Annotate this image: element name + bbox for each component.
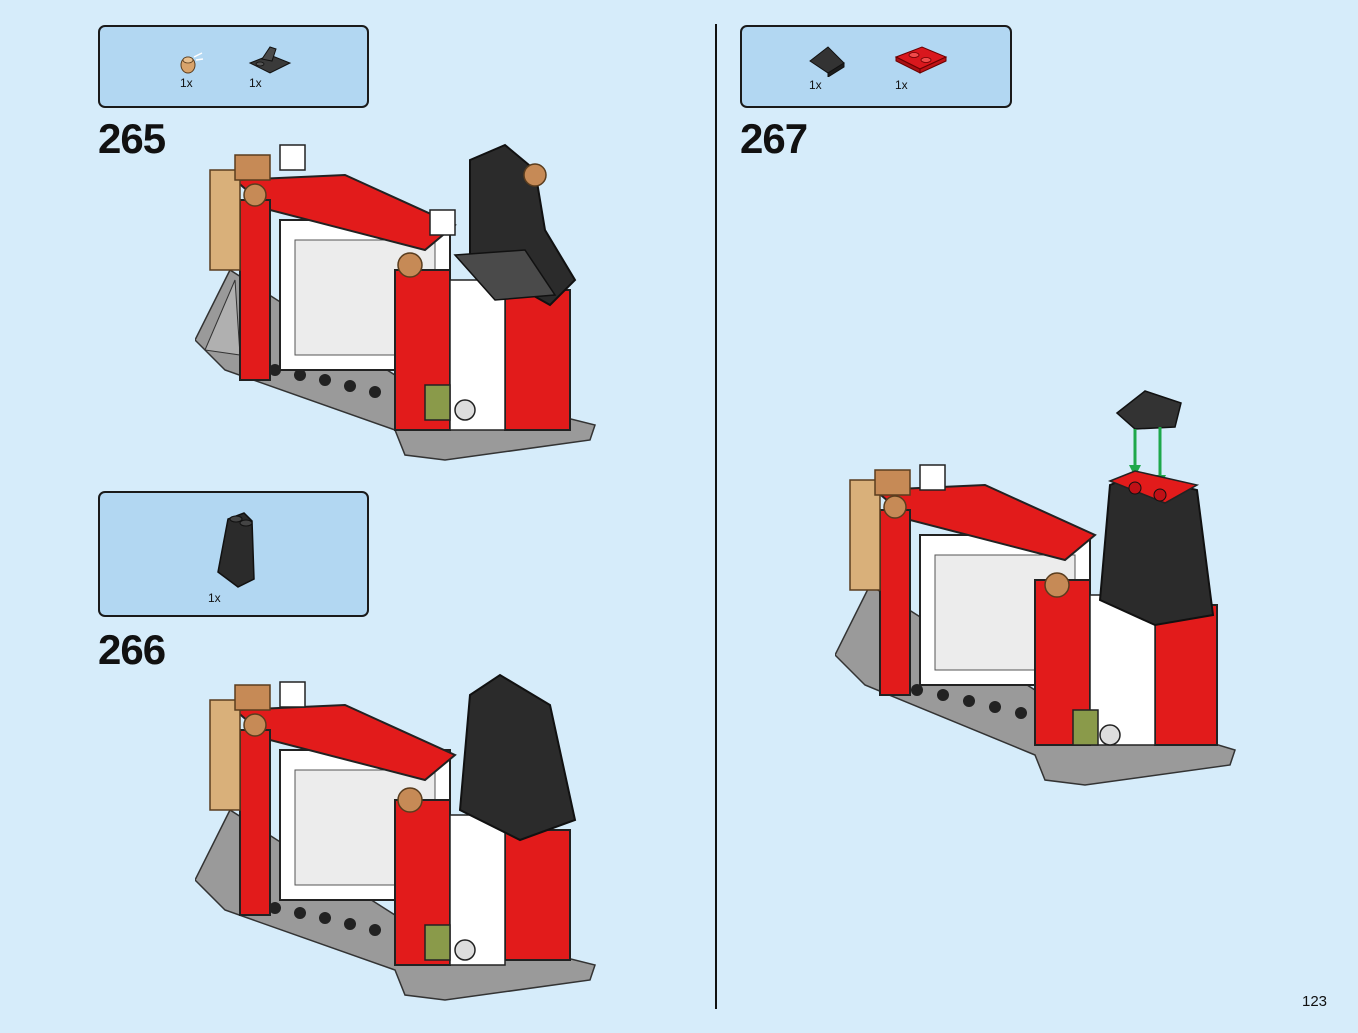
step-266-number: 266 (98, 626, 166, 673)
step-265-model (195, 143, 596, 461)
black-slope-brick-icon (217, 512, 255, 588)
step-267-number: 267 (740, 115, 808, 162)
red-plate-1x2-icon (894, 46, 948, 74)
page-number: 123 (1302, 993, 1328, 1010)
step-265-part-2-qty: 1x (249, 76, 262, 90)
step-266-parts-box: 1x (98, 491, 369, 617)
tan-round-stud-with-pin-icon (180, 52, 204, 74)
step-267-model (835, 390, 1236, 786)
black-bracket-plate-icon (248, 46, 292, 74)
column-divider (715, 24, 717, 1009)
black-slope-tile-icon (809, 46, 845, 77)
step-267-part-1-qty: 1x (809, 78, 822, 92)
step-266-part-1-qty: 1x (208, 591, 221, 605)
step-267-part-2-qty: 1x (895, 78, 908, 92)
step-265-number: 265 (98, 115, 166, 162)
step-267-parts-box: 1x 1x (740, 25, 1012, 108)
step-265-part-1-qty: 1x (180, 76, 193, 90)
step-265-parts-box: 1x 1x (98, 25, 369, 108)
step-266-model (195, 673, 596, 1001)
